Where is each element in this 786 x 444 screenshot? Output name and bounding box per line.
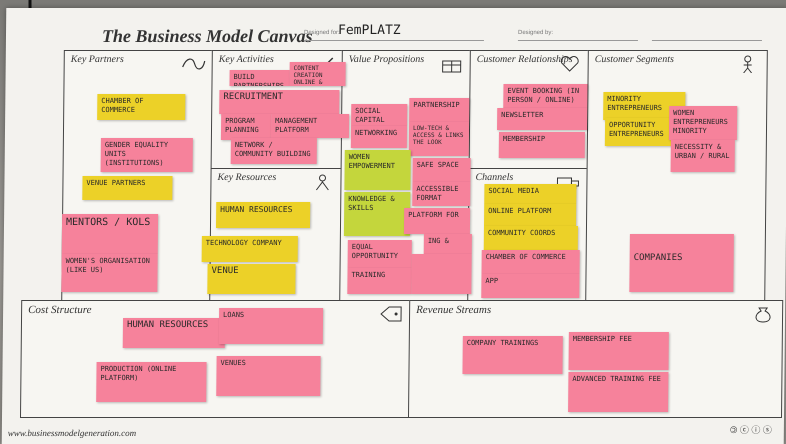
block-cost-structure: Cost Structure: [19, 300, 412, 418]
block-title: Revenue Streams: [416, 304, 492, 316]
footer-url: www.businessmodelgeneration.com: [7, 428, 137, 438]
tag-icon: [380, 306, 402, 322]
sticky-note: COMPANIES: [629, 234, 734, 292]
sticky-note: ING &: [423, 234, 472, 254]
sticky-note: RECRUITMENT: [219, 90, 340, 114]
block-customer-relationships: Customer Relationships: [468, 50, 590, 170]
sticky-note: [411, 254, 472, 294]
block-value-propositions: Value Propositions: [339, 50, 472, 302]
money-bag-icon: [755, 307, 771, 323]
sticky-note: BUILD PARTNERSHIPS: [229, 70, 290, 86]
block-title: Key Partners: [70, 54, 124, 65]
sticky-note: SOCIAL MEDIA: [484, 184, 577, 204]
sticky-note: NETWORK / COMMUNITY BUILDING: [230, 138, 317, 164]
license-icons: 🄯 ⓒ ⓘ ⓢ: [729, 425, 772, 435]
sticky-note: NEWSLETTER: [497, 108, 588, 130]
sticky-note: CHAMBER OF COMMERCE: [481, 250, 580, 274]
sticky-note: KNOWLEDGE & SKILLS: [343, 192, 411, 236]
sticky-note: PROGRAM PLANNING: [220, 114, 272, 140]
designed-for-label: Designed for:: [303, 30, 340, 36]
sticky-note: HUMAN RESOURCES: [215, 202, 311, 228]
sticky-note: MEMBERSHIP FEE: [568, 332, 669, 370]
block-title: Key Resources: [217, 172, 277, 183]
sticky-note: TRAINING: [347, 268, 412, 294]
sticky-note: MENTORS / KOLs: [61, 214, 159, 254]
sticky-note: MANAGEMENT PLATFORM: [270, 114, 350, 138]
sticky-note: VENUE: [207, 264, 296, 294]
sticky-note: GENDER EQUALITY UNITS (INSTITUTIONS): [100, 138, 193, 172]
sticky-note: HUMAN RESOURCES: [122, 318, 226, 348]
heart-icon: [560, 56, 579, 72]
date-version-field: [651, 26, 763, 41]
canvas-title: The Business Model Canvas: [101, 26, 313, 46]
sticky-note: SAFE SPACE: [412, 158, 471, 182]
sticky-note: PARTNERSHIP: [409, 98, 470, 122]
sticky-note: LOW-TECH & ACCESS & LINKS THE LOOK: [408, 122, 470, 156]
block-customer-segments: Customer Segments: [585, 50, 768, 302]
person-icon: [743, 55, 752, 73]
sticky-note: SOCIAL CAPITAL: [351, 104, 408, 126]
block-title: Value Propositions: [348, 54, 425, 65]
sticky-note: ONLINE PLATFORM: [484, 204, 577, 226]
sticky-note: EVENT BOOKING (IN PERSON / ONLINE): [503, 84, 588, 108]
sticky-note: CHAMBER OF COMMERCE: [97, 94, 186, 120]
sticky-note: MEMBERSHIP: [498, 132, 585, 158]
designed-for-value: FemPLATZ: [337, 23, 401, 38]
block-revenue-streams: Revenue Streams: [407, 300, 784, 418]
sticky-note: VENUES: [216, 356, 321, 396]
business-model-canvas: The Business Model Canvas Designed for: …: [1, 8, 786, 444]
designed-by-label: Designed by:: [517, 30, 554, 36]
sticky-note: EQUAL OPPORTUNITY: [347, 240, 412, 268]
sticky-note: WOMEN EMPOWERMENT: [344, 150, 411, 190]
gift-icon: [442, 60, 462, 73]
sticky-note: APP: [481, 274, 580, 298]
sticky-note: VENUE PARTNERS: [82, 176, 173, 200]
sticky-note: ACCESSIBLE FORMAT: [412, 182, 471, 206]
sticky-note: PLATFORM FOR: [403, 208, 471, 234]
sticky-note: TECHNOLOGY COMPANY: [201, 236, 298, 262]
sticky-note: PRODUCTION (ONLINE PLATFORM): [96, 362, 207, 402]
sticky-note: COMMUNITY COORDS: [483, 226, 578, 250]
block-key-resources: Key Resources: [209, 168, 343, 302]
block-title: Customer Segments: [594, 54, 674, 65]
sticky-note: CONTENT CREATION ONLINE & OFFLINE: [289, 62, 346, 86]
link-icon: [182, 58, 206, 70]
designed-by-field: Designed by:: [517, 26, 639, 41]
sticky-note: COMPANY TRAININGS: [462, 336, 563, 374]
designed-for-field: Designed for: FemPLATZ: [303, 23, 485, 41]
sticky-note: NETWORKING: [350, 126, 408, 148]
block-title: Cost Structure: [28, 304, 92, 316]
sticky-note: WOMEN'S ORGANISATION (LIKE US): [61, 254, 158, 292]
worker-icon: [315, 174, 329, 191]
block-key-partners: Key Partners: [61, 50, 214, 302]
sticky-note: NECESSITY & URBAN / RURAL: [670, 140, 735, 172]
sticky-note: WOMEN ENTREPRENEURS MINORITY: [668, 106, 738, 140]
sticky-note: LOANS: [218, 308, 324, 344]
block-title: Channels: [475, 172, 514, 183]
block-title: Key Activities: [218, 54, 274, 65]
sticky-note: ADVANCED TRAINING FEE: [568, 372, 669, 412]
